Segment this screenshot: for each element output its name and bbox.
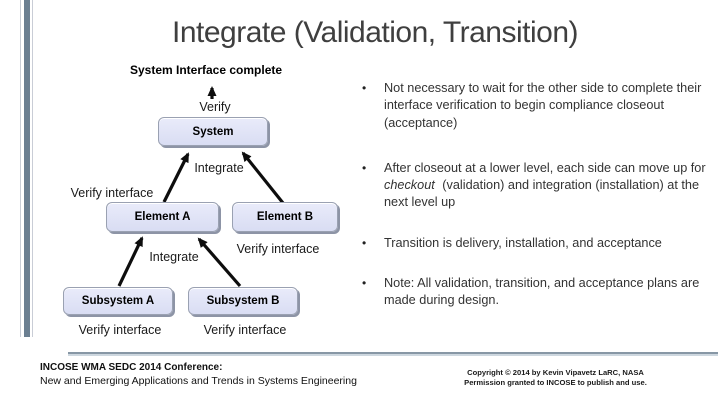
label-verify-interface-bottom-b: Verify interface [203,323,287,337]
label-verify-interface-bottom-a: Verify interface [78,323,162,337]
footer-conference: INCOSE WMA SEDC 2014 Conference: New and… [40,362,357,387]
footer-conference-title: INCOSE WMA SEDC 2014 Conference: [40,362,223,373]
node-system: System [158,117,268,146]
bullet-text: Transition is delivery, installation, an… [384,235,662,250]
node-subsystem-b: Subsystem B [188,287,298,315]
label-system-interface-complete: System Interface complete [129,63,283,77]
bullet-item: • Not necessary to wait for the other si… [362,80,714,132]
label-verify-interface-left: Verify interface [70,186,154,200]
label-integrate-upper: Integrate [194,161,244,175]
bullet-marker-icon: • [362,81,367,95]
left-accent-line-inner [32,0,33,337]
label-verify-interface-mid: Verify interface [236,242,320,256]
copyright-line2: Permission granted to INCOSE to publish … [464,377,647,387]
bullet-item: • After closeout at a lower level, each … [362,160,714,212]
footer-conference-subtitle: New and Emerging Applications and Trends… [40,375,357,387]
left-accent-line-outer [20,0,21,337]
bullet-item: • Note: All validation, transition, and … [362,275,714,310]
label-verify: Verify [199,100,231,114]
slide-title: Integrate (Validation, Transition) [171,16,579,49]
integration-diagram: System Interface complete Verify System … [0,0,360,360]
label-integrate-lower: Integrate [149,250,199,264]
copyright-line1: Copyright © 2014 by Kevin Vipavetz LaRC,… [467,368,644,377]
footer-divider [68,352,718,356]
footer-copyright: Copyright © 2014 by Kevin Vipavetz LaRC,… [448,368,663,387]
bullet-text: After closeout at a lower level, each si… [384,160,706,210]
bullet-item: • Transition is delivery, installation, … [362,235,714,252]
bullet-text: Not necessary to wait for the other side… [384,81,702,130]
left-accent-bar [24,0,30,337]
bullet-list: • Not necessary to wait for the other si… [362,80,714,310]
bullet-text: Note: All validation, transition, and ac… [384,276,700,308]
flow-arrows [117,86,285,288]
bullet-marker-icon: • [362,235,367,250]
node-subsystem-a: Subsystem A [63,287,173,315]
node-element-b: Element B [232,202,338,232]
bullet-marker-icon: • [362,160,367,175]
bullet-marker-icon: • [362,276,367,291]
node-element-a: Element A [106,202,219,232]
